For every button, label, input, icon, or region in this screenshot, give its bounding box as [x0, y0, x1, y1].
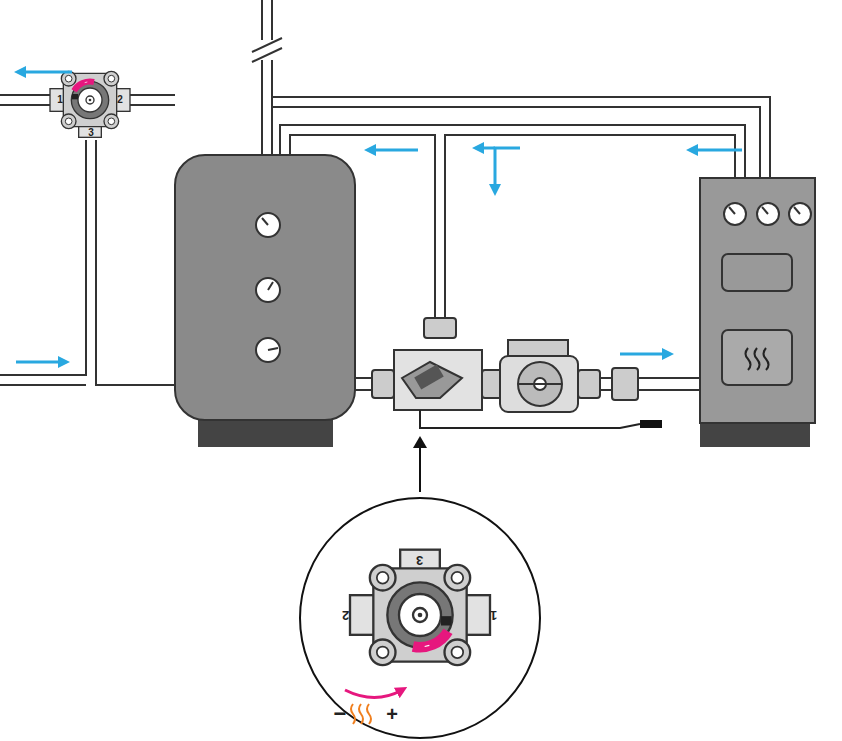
direction-sign: − [334, 703, 347, 725]
port-number: 2 [117, 95, 123, 105]
port-number: 3 [416, 554, 423, 567]
port-number: 1 [490, 609, 497, 622]
direction-sign: + [386, 704, 398, 724]
port-number: 2 [342, 609, 349, 622]
port-number: 3 [88, 128, 94, 138]
port-number: 1 [57, 95, 63, 105]
